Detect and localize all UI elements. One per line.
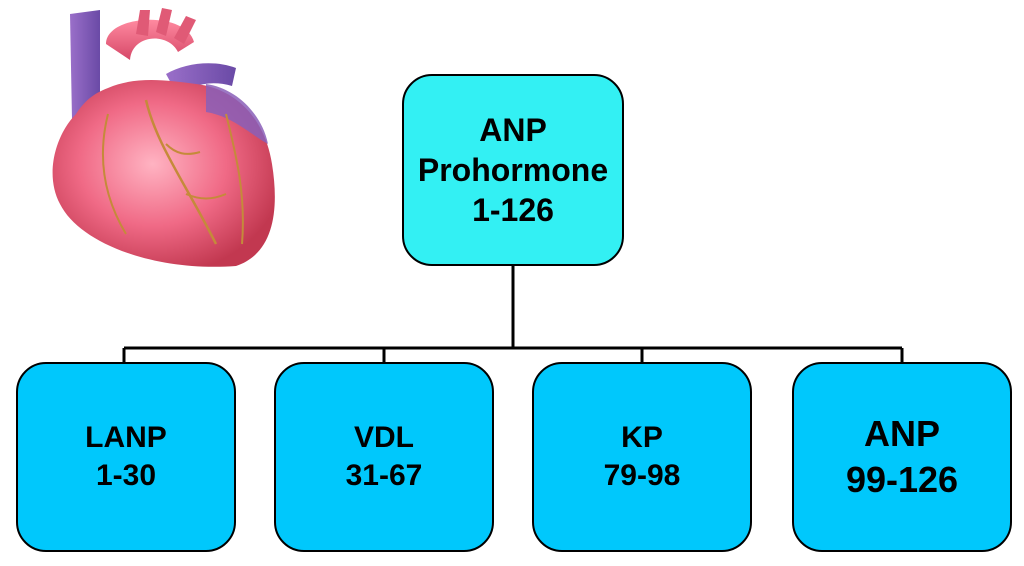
child-node-range: 99-126	[845, 459, 959, 500]
root-node-anp-prohormone: ANP Prohormone 1-126	[402, 74, 624, 266]
child-node-kp: KP 79-98	[532, 362, 752, 552]
child-node-anp: ANP 99-126	[792, 362, 1012, 552]
root-line-3: 1-126	[472, 192, 554, 228]
root-line-1: ANP	[479, 112, 547, 148]
child-node-vdl: VDL 31-67	[274, 362, 494, 552]
tree-connectors	[122, 266, 904, 362]
child-node-name: KP	[621, 421, 663, 454]
heart-icon	[52, 8, 275, 267]
child-node-range: 79-98	[603, 459, 681, 492]
child-node-name: ANP	[863, 413, 940, 454]
child-node-name: LANP	[85, 421, 167, 454]
root-line-2: Prohormone	[417, 152, 609, 188]
child-node-name: VDL	[354, 421, 414, 454]
child-node-range: 31-67	[345, 459, 423, 492]
child-node-range: 1-30	[95, 459, 157, 492]
child-node-lanp: LANP 1-30	[16, 362, 236, 552]
